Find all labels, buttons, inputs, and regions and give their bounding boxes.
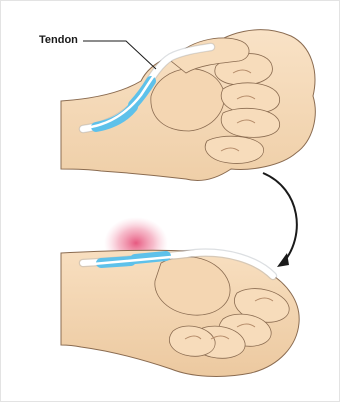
- motion-arrow: [263, 173, 297, 267]
- top-finger-3: [221, 108, 279, 137]
- arrow-head: [277, 253, 289, 267]
- tendon-label: Tendon: [39, 34, 78, 46]
- bottom-hand: [61, 217, 299, 376]
- tendon-label-leader: [83, 41, 156, 69]
